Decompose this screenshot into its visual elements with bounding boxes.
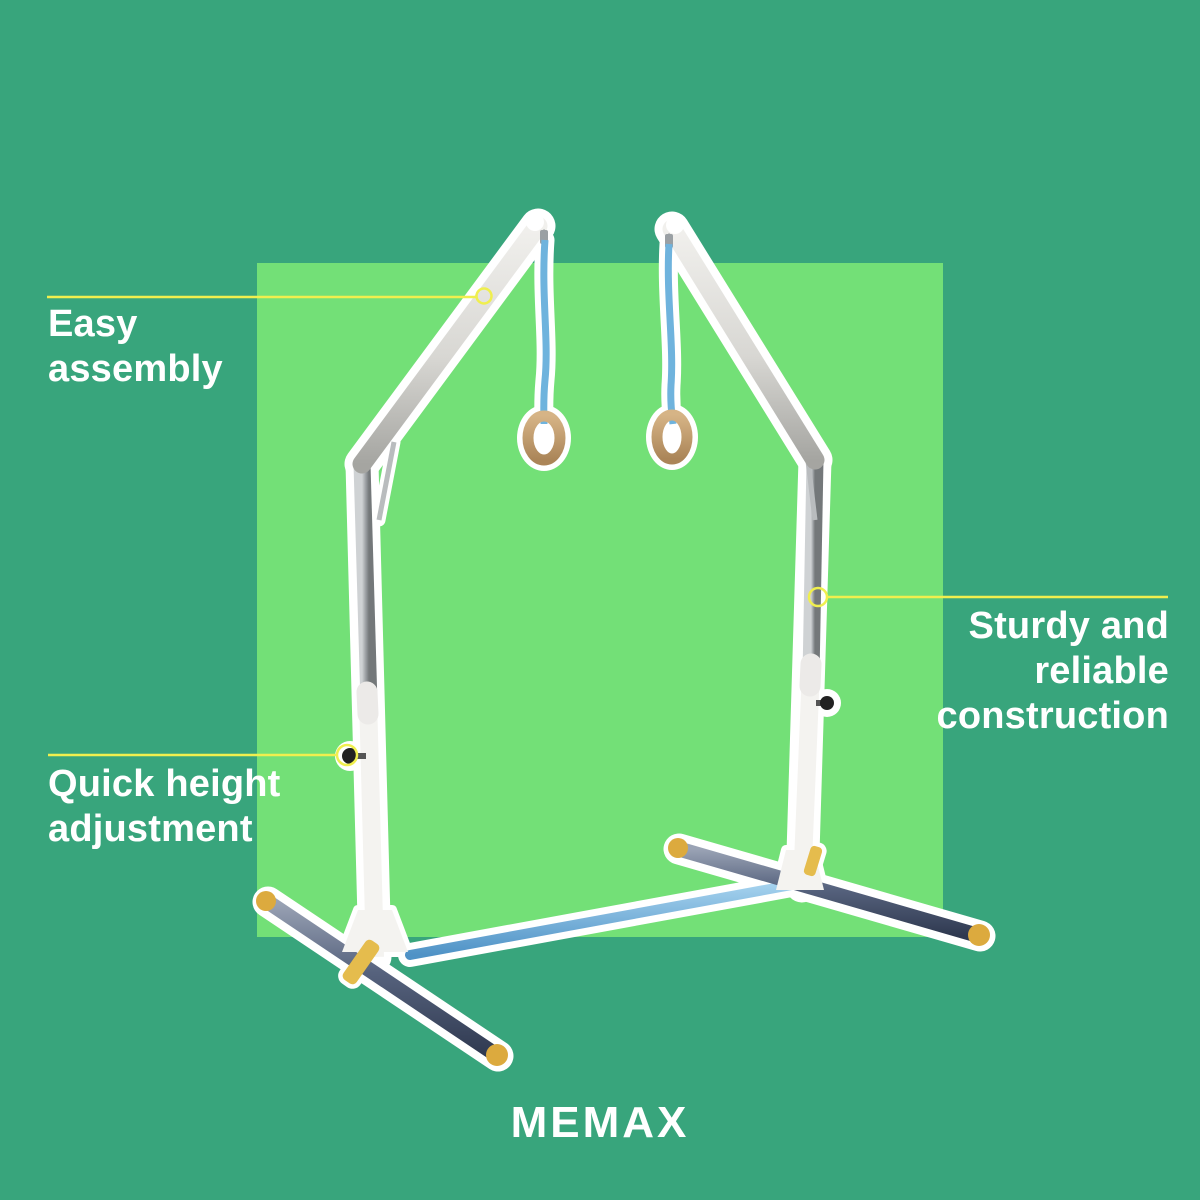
gusset-brace	[376, 441, 397, 521]
callout-label-sturdy-construction: Sturdy and reliable construction	[936, 604, 1169, 739]
height-collar	[799, 653, 822, 697]
arm-tip	[666, 216, 684, 234]
callout-text-line: Easy	[48, 303, 138, 345]
top-arm	[352, 216, 548, 474]
height-collar	[356, 681, 379, 725]
callout-text-line: adjustment	[48, 808, 253, 850]
foot-cap	[486, 1044, 508, 1066]
height-adjust-knob	[820, 696, 834, 710]
callout-text-line: reliable	[1034, 650, 1169, 692]
foot-cap	[256, 891, 276, 911]
left-strap	[540, 239, 550, 425]
callout-marker-easy-assembly	[475, 287, 493, 305]
left-clamp	[342, 939, 380, 985]
right-foot	[668, 838, 990, 946]
gym-ring-right	[651, 409, 693, 465]
base-junctions	[342, 845, 824, 985]
post-upper-metal	[353, 463, 378, 705]
callout-text-line: assembly	[48, 348, 223, 390]
left-foot	[256, 891, 508, 1066]
callout-marker-sturdy	[807, 586, 829, 608]
foot-cap	[968, 924, 990, 946]
foot-cap	[668, 838, 688, 858]
arm-tip	[526, 213, 544, 231]
brand-logo: MEMAX	[510, 1098, 690, 1147]
right-clamp	[803, 845, 823, 877]
gym-ring-left	[522, 410, 566, 466]
callout-leaders	[47, 287, 1168, 767]
top-arm	[662, 219, 825, 470]
rings-and-straps	[522, 230, 693, 466]
callout-marker-quick-height	[335, 743, 359, 767]
callout-text-line: construction	[936, 695, 1169, 737]
cross-bar	[405, 879, 802, 960]
callout-text-line: Sturdy and	[968, 605, 1169, 647]
height-adjust-knob	[342, 748, 358, 764]
rings-stand-illustration	[252, 208, 996, 1072]
left-boot	[342, 910, 408, 952]
callout-text-line: Quick height	[48, 763, 281, 805]
callout-label-quick-height: Quick height adjustment	[48, 762, 281, 852]
callout-label-easy-assembly: Easy assembly	[48, 302, 223, 392]
